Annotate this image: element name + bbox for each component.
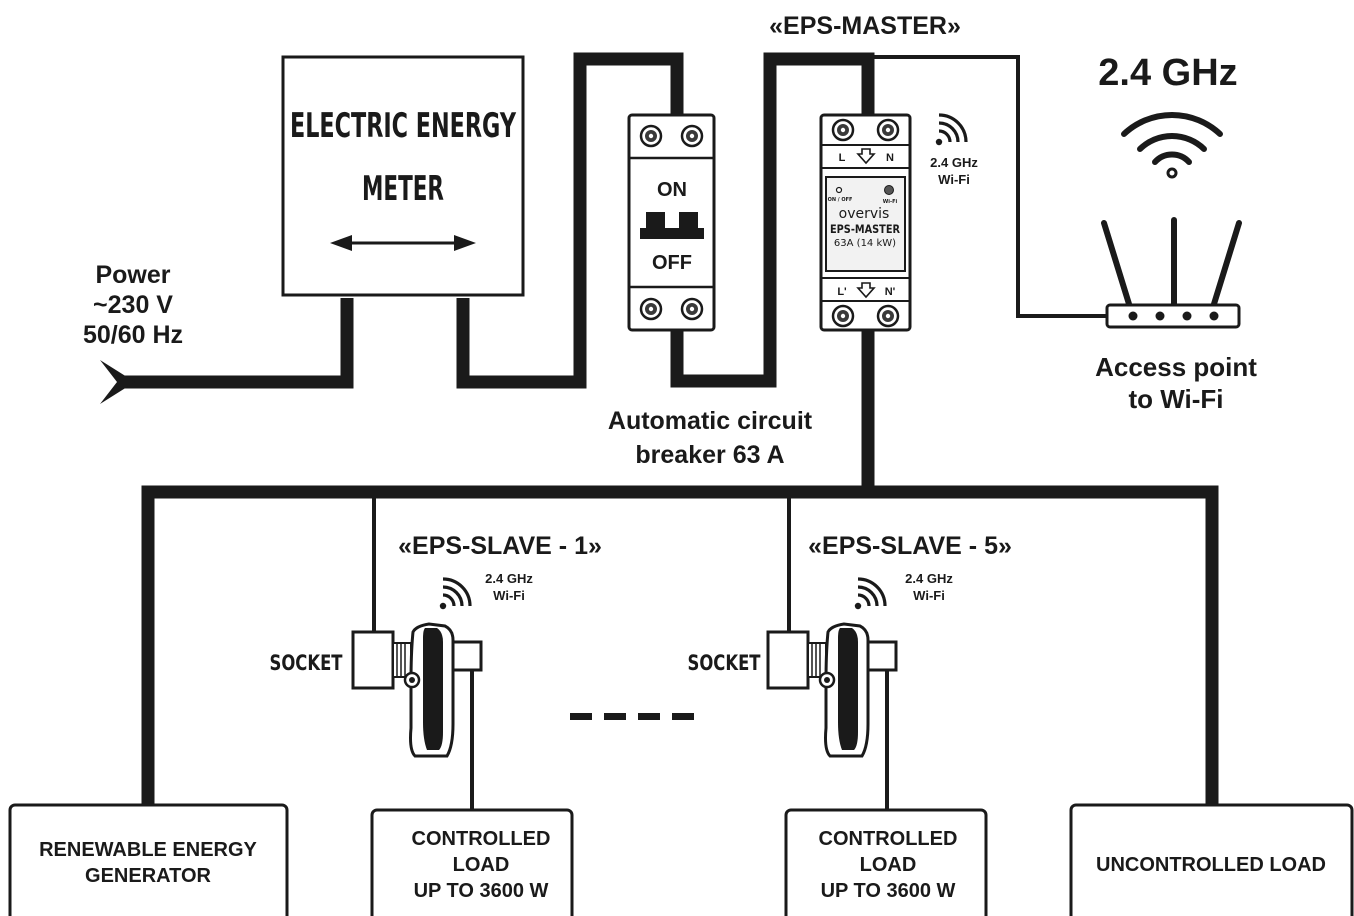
meter-arrow-left-icon [330,235,352,251]
controlled5-line2: LOAD [860,854,917,876]
master-terminal-l: L [839,152,846,164]
breaker-off-label: OFF [652,252,692,274]
uncontrolled-line1: UNCONTROLLED LOAD [1096,854,1326,876]
slave1-plug-icon [351,622,483,758]
breaker-body [627,113,716,332]
controlled5-line3: UP TO 3600 W [821,880,956,902]
master-terminal-n-out: N' [885,286,896,298]
power-label-line3: 50/60 Hz [83,321,183,349]
led-wifi-label: Wi-Fi [883,199,898,205]
power-label-line2: ~230 V [93,291,173,319]
breaker-screw-icon [680,297,704,321]
breaker-screw-icon [639,297,663,321]
generator-box: RENEWABLE ENERGY GENERATOR [8,803,289,916]
wifi-band-title: 2.4 GHz [1098,52,1237,94]
energy-meter: ELECTRIC ENERGY METER [281,55,525,297]
master-model: EPS-MASTER [830,222,900,236]
wire-distribution-bus [141,485,1219,806]
power-wires [100,52,1219,810]
eps-master-title: «EPS-MASTER» [769,12,961,40]
breaker-screw-icon [639,124,663,148]
breaker-toggle-icon [640,212,704,239]
wire-meter-to-breaker [456,52,684,389]
led-onoff-icon [835,186,843,194]
controlled1-line3: UP TO 3600 W [414,880,549,902]
generator-line2: GENERATOR [85,865,211,887]
master-wifi-icon [934,113,968,147]
controlled5-line1: CONTROLLED [819,828,958,850]
generator-line1: RENEWABLE ENERGY [39,839,257,861]
master-brand: overvis [839,206,890,222]
slave1-wifi-line1: 2.4 GHz [485,571,533,586]
master-rating: 63A (14 kW) [834,238,896,249]
slave5-socket-label: SOCKET [688,651,762,675]
breaker-on-label: ON [657,179,687,201]
power-source-label: Power ~230 V 50/60 Hz [83,261,183,349]
slave5-wifi-line1: 2.4 GHz [905,571,953,586]
slave1-title: «EPS-SLAVE - 1» [398,532,602,560]
master-terminal-n: N [886,152,894,164]
meter-label-line2: METER [362,169,444,209]
access-point-line1: Access point [1095,352,1257,382]
slave5-wifi-line2: Wi-Fi [913,588,945,603]
eps-master-device: L N ON / OFF Wi-Fi overvis EPS-MASTER 63… [819,113,912,332]
master-wifi-line2: Wi-Fi [938,172,970,187]
power-input-arrow [100,360,135,404]
master-screw-icon [831,304,855,328]
ellipsis-dashes [570,713,694,720]
master-screw-icon [876,118,900,142]
router-icon [1101,217,1242,329]
controlled1-line1: CONTROLLED [412,828,551,850]
wire-lan-to-router [868,55,1108,318]
power-label-line1: Power [95,261,170,289]
breaker-caption-line1: Automatic circuit [608,407,813,435]
master-wifi-line1: 2.4 GHz [930,155,978,170]
controlled-load-5-box: CONTROLLED LOAD UP TO 3600 W [784,808,988,916]
controlled-load-1-box: CONTROLLED LOAD UP TO 3600 W [370,808,574,916]
breaker-caption-line2: breaker 63 A [635,441,784,469]
arrow-down-icon [856,282,876,299]
arrow-down-icon [856,148,876,165]
circuit-breaker: ON OFF [627,113,716,332]
wifi-signal-icon [1121,111,1223,179]
access-point-line2: to Wi-Fi [1128,384,1223,414]
slave5-wifi-icon [853,577,887,611]
wire-breaker-to-master [670,52,875,388]
wire-power-to-meter [120,298,354,389]
meter-arrow-right-icon [454,235,476,251]
slave1-wifi-line2: Wi-Fi [493,588,525,603]
led-onoff-label: ON / OFF [828,197,853,203]
meter-body [281,55,525,297]
master-screw-icon [876,304,900,328]
master-screw-icon [831,118,855,142]
led-wifi-icon [884,185,894,195]
uncontrolled-load-box: UNCONTROLLED LOAD [1069,803,1354,916]
slave1-wifi-icon [438,577,472,611]
meter-label-line1: ELECTRIC ENERGY [290,106,516,146]
slave5-plug-icon [766,622,898,758]
breaker-screw-icon [680,124,704,148]
master-terminal-l-out: L' [837,286,847,298]
slave1-socket-label: SOCKET [270,651,344,675]
controlled1-line2: LOAD [453,854,510,876]
slave5-title: «EPS-SLAVE - 5» [808,532,1012,560]
